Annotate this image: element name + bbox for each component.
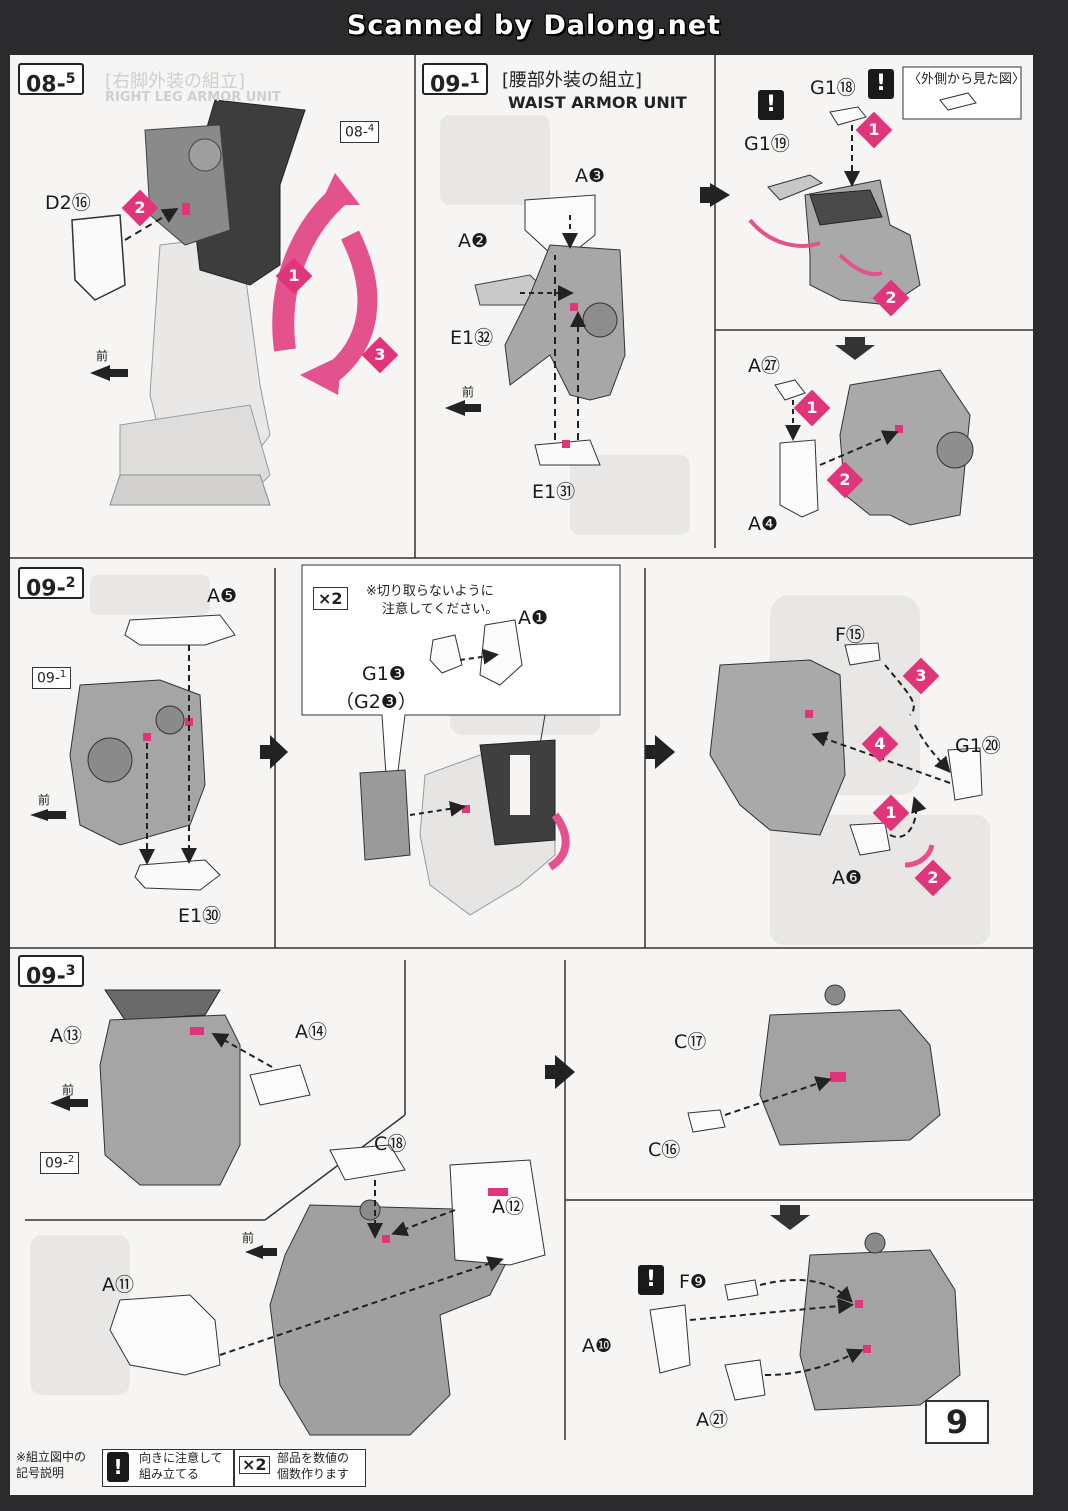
orientation-warning-icon: ! [868, 69, 894, 99]
legend-orientation: ! 向きに注意して 組み立てる [102, 1449, 234, 1487]
hip-illustration [30, 564, 983, 916]
part-label-g2-3: （G2❸） [335, 691, 417, 713]
step-marker-1: 1 [275, 257, 313, 295]
step-marker-1: 1 [872, 794, 910, 832]
part-label-a21: A㉑ [696, 1409, 728, 1431]
step-09-3: 09-3 [18, 955, 84, 989]
section-title-waist: [腰部外装の組立] [502, 70, 643, 91]
part-label-a12: A⑫ [492, 1196, 524, 1218]
step-marker-4: 4 [861, 725, 899, 763]
ref-09-1: 09-1 [32, 667, 72, 689]
step-08-5: 08-5 [18, 63, 84, 97]
part-label-c18: C⑱ [374, 1133, 407, 1155]
instruction-sheet: 08-5 [右脚外装の組立] RIGHT LEG ARMOR UNIT 08-4… [10, 55, 1033, 1495]
part-label-c17: C⑰ [674, 1031, 707, 1053]
part-label-g1-3: G1❸ [362, 663, 406, 685]
part-label-g1-19: G1⑲ [744, 133, 790, 155]
page-number: 9 [925, 1400, 989, 1444]
orientation-warning-icon: ! [638, 1265, 664, 1295]
part-label-a1: A❶ [518, 607, 549, 629]
part-label-a5: A❺ [207, 585, 238, 607]
legend-make-multiple: ×2 部品を数値の 個数作ります [234, 1449, 366, 1487]
make-two-icon: ×2 [239, 1456, 270, 1474]
front-label: 前 [242, 1231, 255, 1245]
orientation-warning-icon: ! [758, 90, 784, 120]
part-label-a13: A⑬ [50, 1025, 82, 1047]
front-label: 前 [462, 385, 475, 399]
ghost-subtitle-right-leg: RIGHT LEG ARMOR UNIT [105, 90, 281, 105]
outside-view-label: 〈外側から見た図〉 [908, 72, 1026, 87]
part-label-c16: C⑯ [648, 1139, 681, 1161]
ref-09-2: 09-2 [40, 1152, 80, 1174]
caution-note-line1: ※切り取らないように [366, 584, 494, 599]
torso-illustration [50, 984, 961, 1436]
ghost-title-right-leg: [右脚外装の組立] [105, 71, 246, 92]
front-label: 前 [38, 793, 51, 807]
part-label-a6: A❻ [832, 867, 863, 889]
step-marker-2: 2 [872, 279, 910, 317]
part-label-a27: A㉗ [748, 355, 780, 377]
leg-illustration [71, 99, 378, 506]
assembly-illustrations [10, 55, 1033, 1440]
step-marker-3: 3 [902, 657, 940, 695]
step-marker-3: 3 [361, 336, 399, 374]
front-label: 前 [62, 1083, 75, 1097]
part-label-g1-18: G1⑱ [810, 77, 856, 99]
orientation-warning-icon: ! [107, 1452, 129, 1482]
part-label-f15: F⑮ [835, 624, 865, 646]
part-label-a14: A⑭ [295, 1021, 327, 1043]
caution-note-line2: 注意してください。 [382, 602, 499, 617]
step-marker-1: 1 [855, 111, 893, 149]
part-label-d2-16: D2⑯ [45, 192, 91, 214]
legend-heading: ※組立図中の記号説明 [16, 1450, 87, 1480]
part-label-a3: A❸ [575, 165, 606, 187]
part-label-e1-30: E1㉚ [178, 905, 222, 927]
part-label-a10: A❿ [582, 1335, 613, 1357]
part-label-f9: F❾ [679, 1271, 707, 1293]
part-label-e1-32: E1㉜ [450, 327, 494, 349]
step-marker-2: 2 [914, 859, 952, 897]
make-two-icon: ×2 [313, 587, 348, 610]
step-marker-2: 2 [826, 461, 864, 499]
part-label-a4: A❹ [748, 513, 779, 535]
symbol-legend: ※組立図中の記号説明 ! 向きに注意して 組み立てる ×2 部品を数値の 個数作… [10, 1445, 1033, 1495]
step-09-1: 09-1 [422, 63, 488, 97]
part-label-e1-31: E1㉛ [532, 481, 576, 503]
part-label-g1-20: G1⑳ [955, 735, 1001, 757]
front-label: 前 [96, 349, 109, 363]
step-marker-1: 1 [793, 389, 831, 427]
step-09-2: 09-2 [18, 567, 84, 601]
step-marker-2: 2 [121, 189, 159, 227]
waist-illustration [445, 194, 626, 466]
part-label-a11: A⑪ [102, 1274, 134, 1296]
ref-08-4: 08-4 [340, 121, 380, 143]
scan-watermark: Scanned by Dalong.net [346, 10, 722, 41]
section-subtitle-waist: WAIST ARMOR UNIT [508, 93, 687, 112]
part-label-a2: A❷ [458, 230, 489, 252]
